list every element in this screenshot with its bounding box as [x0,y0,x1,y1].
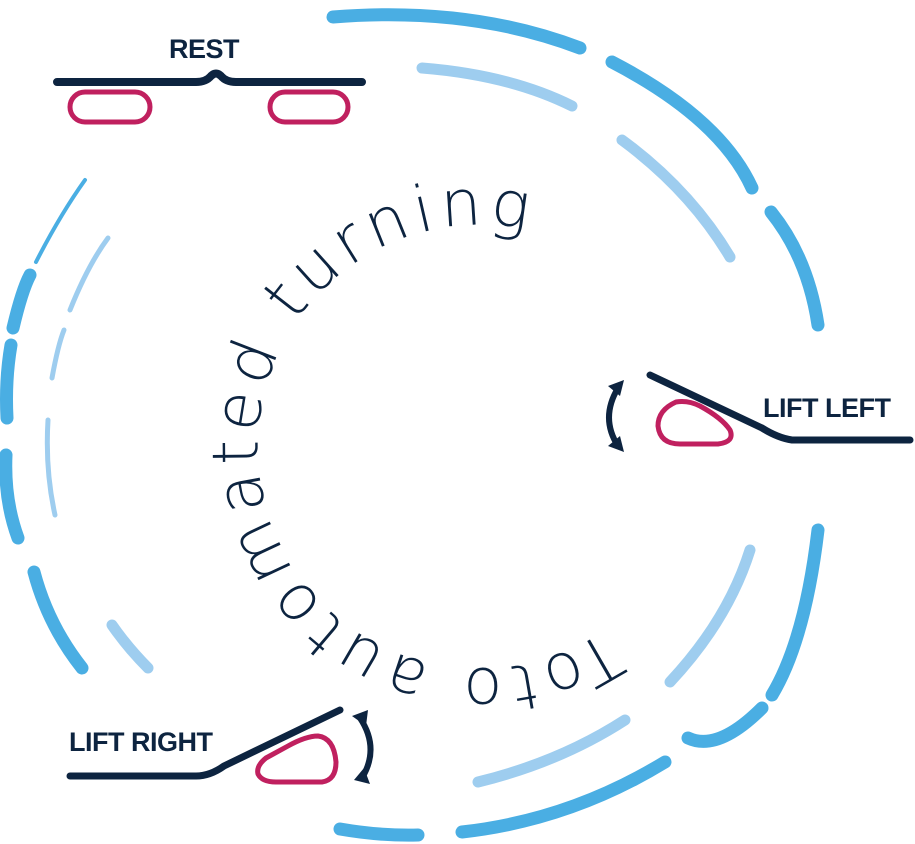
outer-ring-segment [326,8,587,55]
outer-ring [0,8,825,842]
rest-label: REST [169,34,240,64]
outer-ring-segment [333,822,425,842]
lift-left-label: LIFT LEFT [763,393,891,423]
lift-left-cushion [655,399,734,447]
inner-ring-segment [472,714,631,788]
lift-left-state: LIFT LEFT [606,371,914,452]
rest-state: REST [53,34,366,125]
rest-mattress-line [53,69,366,86]
outer-ring-segment [764,205,825,332]
rest-left-cushion [67,89,153,125]
outer-ring-segment [27,565,89,675]
inner-ring-segment [616,134,736,263]
outer-ring-segment [681,701,769,748]
center-title: Toto automated turning cycle [0,0,628,727]
outer-ring-segment [605,55,759,195]
lift-right-mattress-line [66,706,344,780]
inner-ring-segment [664,544,756,688]
outer-ring-segment [34,178,87,264]
rest-right-cushion [267,89,351,125]
outer-ring-segment [765,523,825,702]
lift-right-label: LIFT RIGHT [69,727,213,757]
center-title-path: Toto automated turning cycle [0,0,628,727]
outer-ring-segment [455,755,672,839]
inner-ring-segment [49,327,67,381]
inner-ring-thin [44,235,111,518]
lift-right-cushion [255,733,339,785]
inner-ring-segment [67,235,111,313]
outer-ring-segment [0,448,25,545]
inner-ring-segment [44,417,58,518]
inner-ring-segment [106,619,154,674]
lift-right-rotate-icon [352,710,374,784]
outer-ring-segment [6,268,37,335]
lift-right-state: LIFT RIGHT [66,706,374,785]
lift-left-rotate-icon [606,380,624,452]
outer-ring-segment [0,338,18,425]
inner-ring [106,62,756,788]
inner-ring-segment [416,62,578,112]
lift-left-mattress-line [646,371,914,444]
outer-ring-thin [34,178,87,264]
